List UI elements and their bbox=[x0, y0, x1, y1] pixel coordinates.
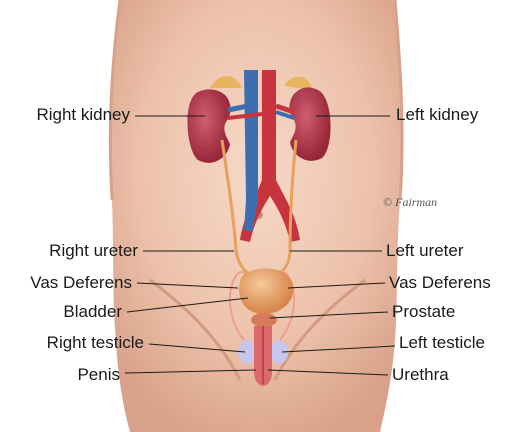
artist-signature: © Fairman bbox=[383, 195, 437, 210]
label-right-kidney: Right kidney bbox=[36, 105, 130, 125]
label-right-testicle: Right testicle bbox=[47, 333, 144, 353]
label-penis: Penis bbox=[77, 365, 120, 385]
label-left-kidney: Left kidney bbox=[396, 105, 478, 125]
vena-cava bbox=[244, 70, 258, 232]
prostate-shape bbox=[251, 313, 277, 327]
label-vas-deferens-left: Vas Deferens bbox=[389, 273, 491, 293]
label-bladder: Bladder bbox=[63, 302, 122, 322]
label-left-testicle: Left testicle bbox=[399, 333, 485, 353]
label-urethra: Urethra bbox=[392, 365, 449, 385]
label-vas-deferens-right: Vas Deferens bbox=[30, 273, 132, 293]
label-left-ureter: Left ureter bbox=[386, 241, 464, 261]
label-right-ureter: Right ureter bbox=[49, 241, 138, 261]
label-prostate: Prostate bbox=[392, 302, 455, 322]
